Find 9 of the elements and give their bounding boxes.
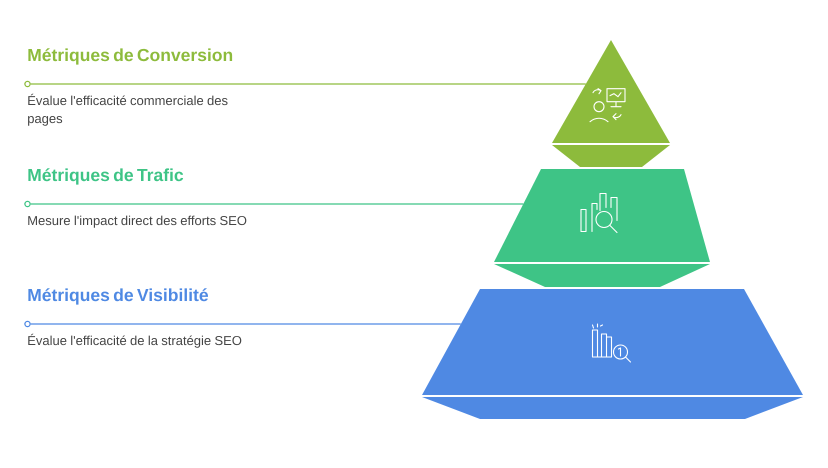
leader-line bbox=[30, 83, 586, 85]
metric-heading: Métriques de Conversion bbox=[28, 48, 232, 65]
leader-line bbox=[30, 203, 524, 205]
metric-description: Évalue l'efficacité commerciale des pages bbox=[28, 94, 228, 126]
metric-description: Évalue l'efficacité de la stratégie SEO bbox=[28, 334, 242, 348]
metric-heading: Métriques de Visibilité bbox=[28, 288, 208, 305]
metric-heading: Métriques de Trafic bbox=[28, 168, 184, 185]
leader-line bbox=[30, 323, 461, 325]
metric-description: Mesure l'impact direct des efforts SEO bbox=[28, 216, 246, 228]
